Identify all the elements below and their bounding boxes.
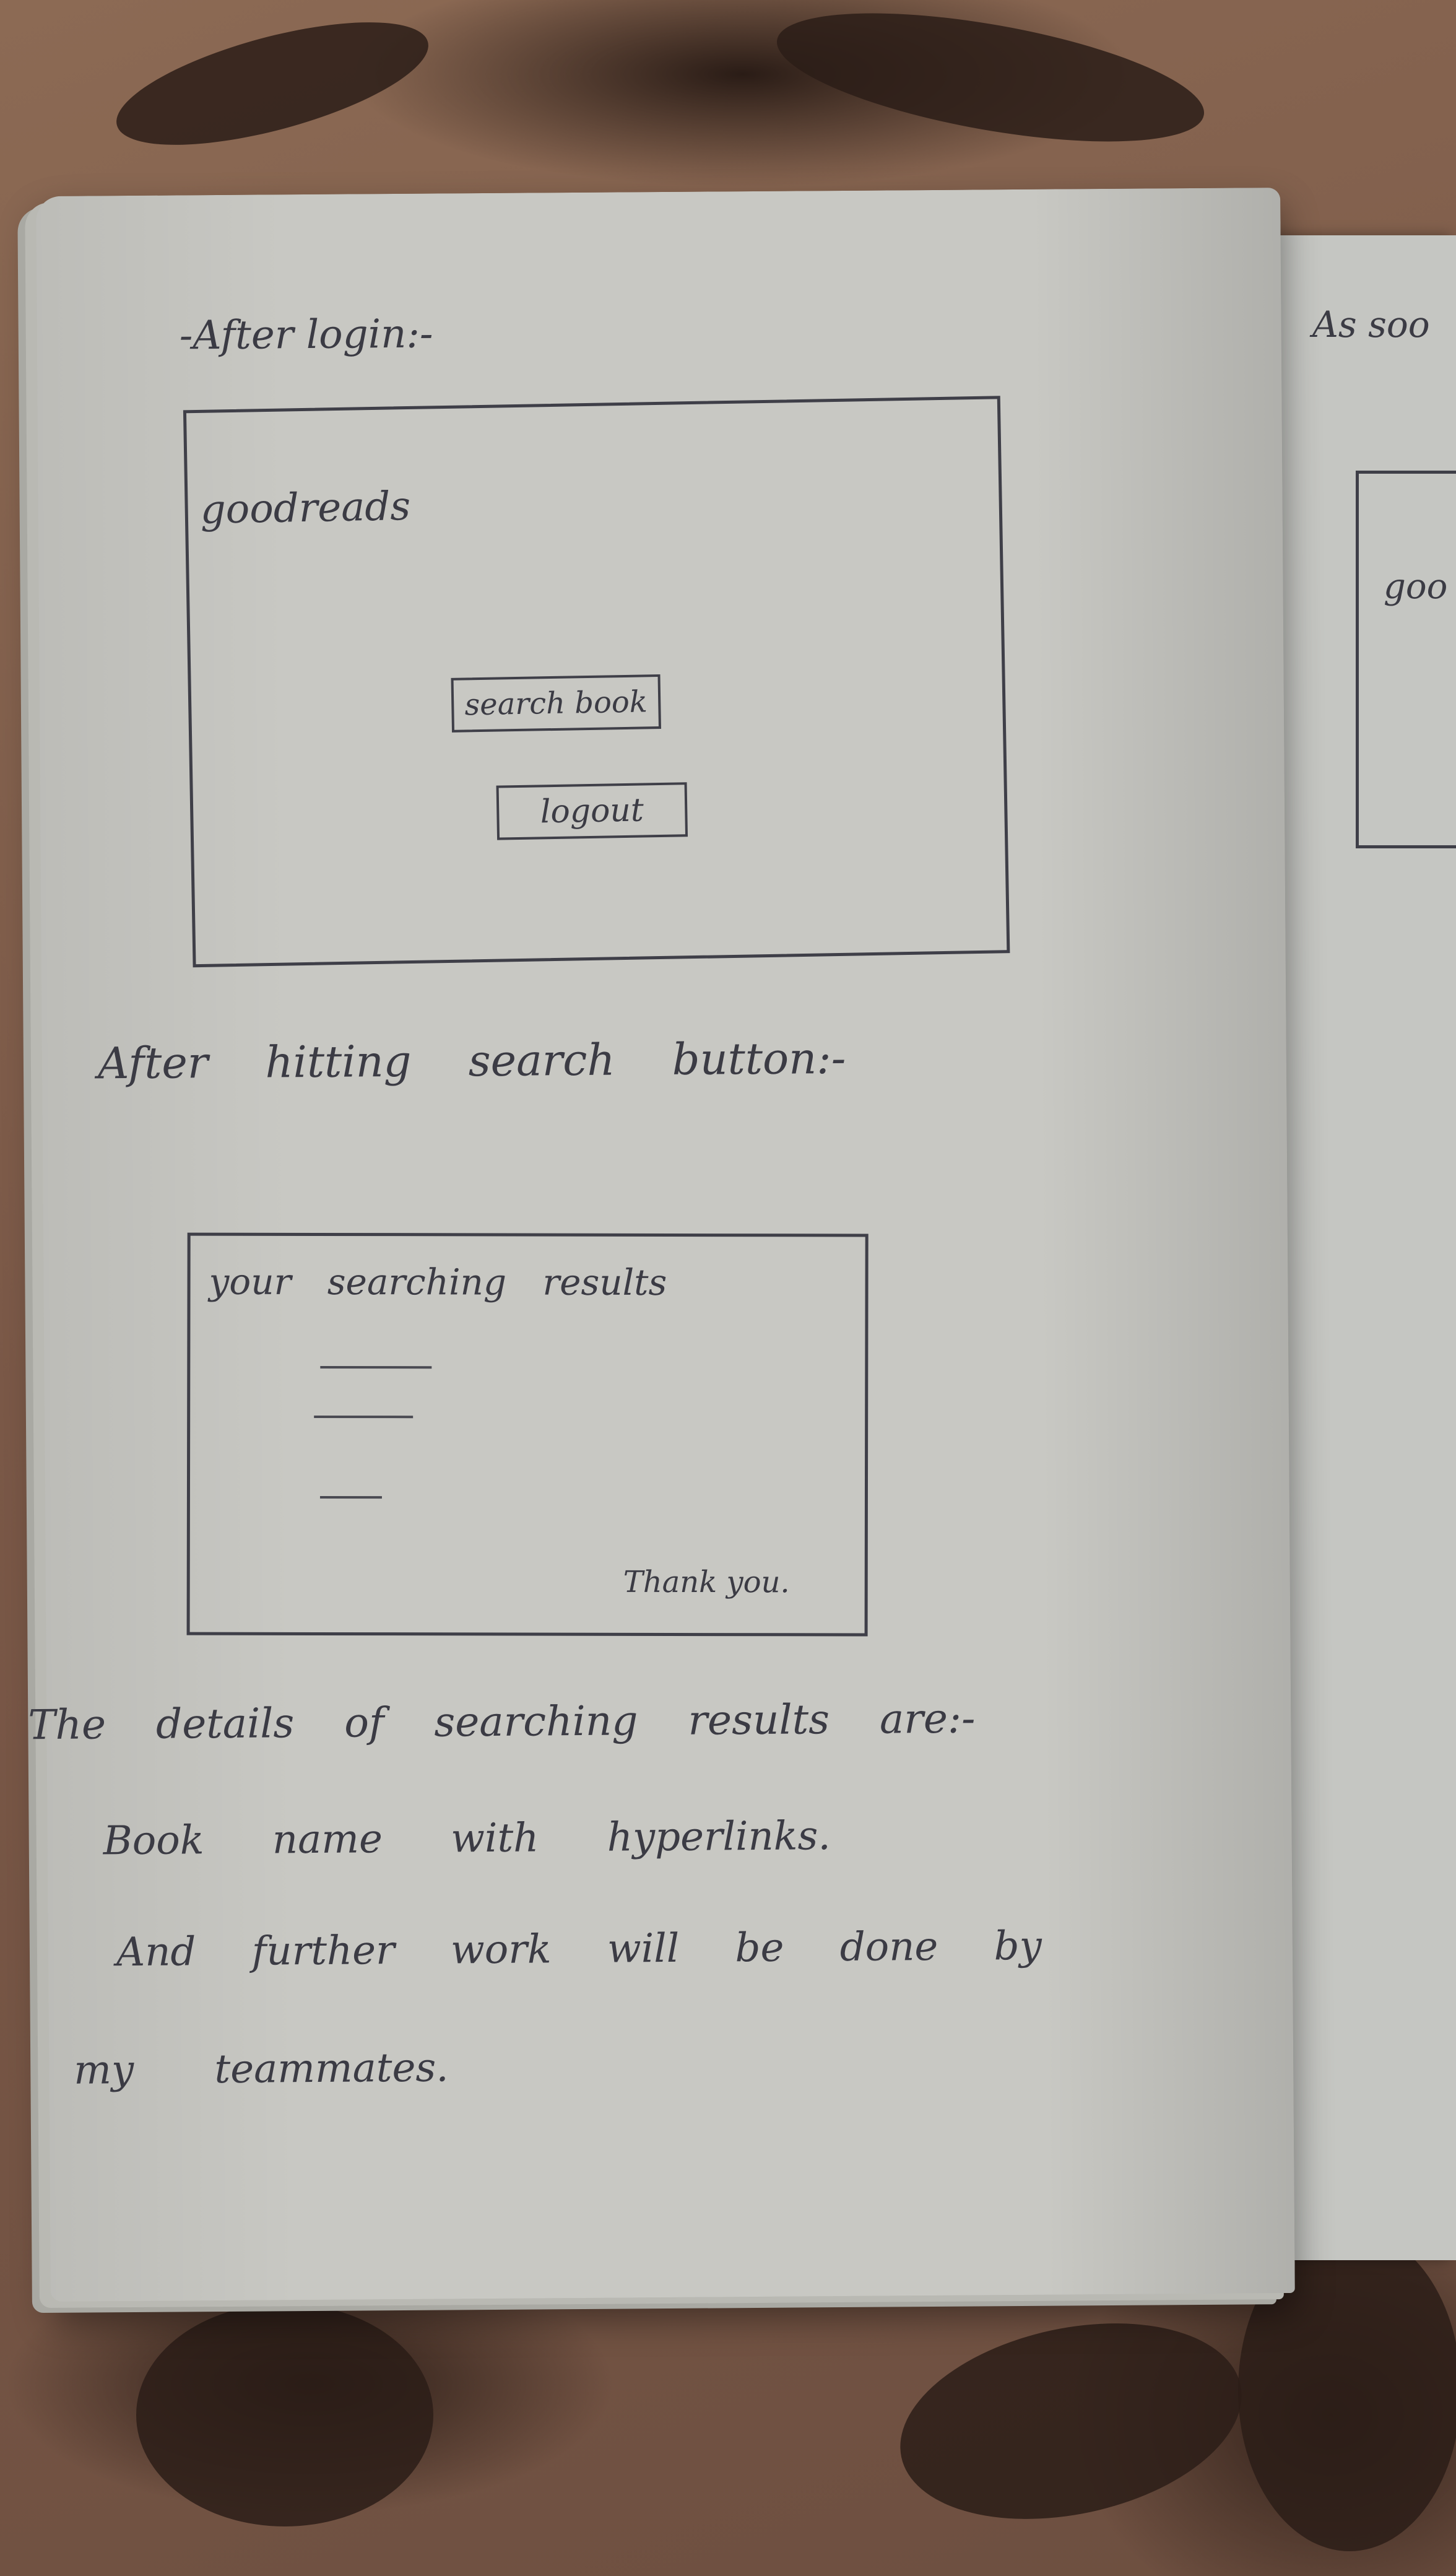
heading-after-login: -After login:- — [179, 311, 433, 359]
result-placeholder-line — [320, 1365, 432, 1369]
logout-button: logout — [496, 782, 688, 840]
details-line: The details of searching results are:- — [28, 1694, 976, 1749]
mockup-brand-logo: goodreads — [200, 483, 411, 533]
results-closing: Thank you. — [623, 1564, 790, 1600]
heading-after-search: After hitting search button:- — [97, 1032, 846, 1089]
results-mockup-frame: your searching results Thank you. — [186, 1232, 869, 1637]
right-notebook-page: As soo goo — [1275, 235, 1456, 2260]
further-work-line-2: my teammates. — [74, 2045, 449, 2094]
search-book-button: search book — [451, 674, 661, 733]
detail-item: Book name with hyperlinks. — [103, 1813, 831, 1865]
carpet-pattern — [136, 2304, 433, 2526]
result-placeholder-line — [319, 1495, 382, 1499]
login-mockup-frame: goodreads search book logout — [183, 396, 1010, 968]
right-page-brand: goo — [1384, 567, 1448, 607]
further-work-line: And further work will be done by — [116, 1923, 1042, 1976]
left-notebook-page: -After login:- goodreads search book log… — [28, 188, 1295, 2302]
right-page-heading: As soo — [1312, 303, 1430, 346]
result-placeholder-line — [314, 1415, 414, 1419]
results-title: your searching results — [209, 1260, 667, 1303]
right-page-mockup-frame: goo — [1356, 471, 1456, 848]
